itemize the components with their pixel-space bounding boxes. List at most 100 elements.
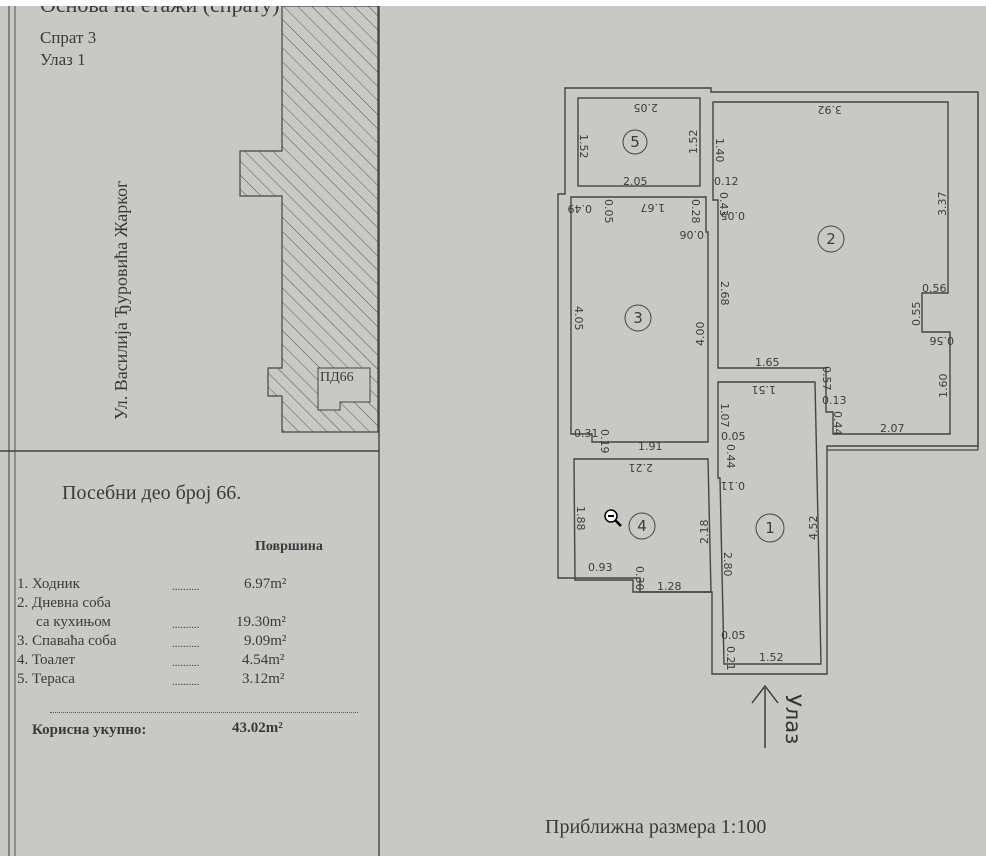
room-area-table: 1. Ходник.......... 6.97m² 2. Дневна соба… [17,574,286,688]
area-header: Површина [255,539,323,554]
dimension-label: 0.44 [724,444,737,469]
dimension-label: 0.05 [721,209,746,222]
dimension-label: 0.44 [831,411,844,436]
dimension-label: 1.91 [638,440,663,453]
dimension-label: 0.31 [574,427,599,440]
room-number-text: 2 [826,230,836,248]
dimension-label: 0.06 [680,228,705,241]
dimension-label: 2.05 [623,175,648,188]
dimension-label: 0.19 [598,429,611,454]
dimension-label: 1.07 [718,403,731,428]
dimension-label: 1.65 [755,356,780,369]
building-unit-label: ПД66 [320,370,354,385]
entrance-number-label: Улаз 1 [40,50,86,69]
room-number-3: 3 [624,304,652,332]
table-row: 4. Тоалет.......... 4.54m² [17,650,286,669]
dimension-label: 0.55 [910,302,923,327]
street-label: Ул. Василија Ђуровића Жарког [111,180,131,420]
dimension-label: 2.68 [718,281,731,306]
dimension-label: 0.11 [721,479,746,492]
dimension-label: 0.21 [724,646,737,671]
dimension-label: 0.30 [633,566,646,591]
table-row: са кухињом.......... 19.30m² [17,612,286,631]
room-number-text: 5 [630,133,640,151]
total-label: Корисна укупно: [32,722,147,738]
entrance-arrow-icon [751,684,779,748]
table-row: 2. Дневна соба [17,593,286,612]
dimension-label: 2.18 [698,520,711,545]
dimension-label: 0.12 [714,175,739,188]
room-area: 3.12m² [242,671,285,687]
dimension-label: 1.40 [713,138,726,163]
building-hatch [239,6,379,433]
dimension-label: 2.07 [880,422,905,435]
room-number-5: 5 [622,129,648,155]
floor-label: Спрат 3 [40,28,97,47]
table-row: 1. Ходник.......... 6.97m² [17,574,286,593]
dimension-label: 1.88 [574,506,587,531]
dimension-label: 4.00 [694,322,707,347]
room-name-continued: са кухињом [36,614,111,630]
dimension-label: 1.52 [687,130,700,155]
dimension-label: 3.92 [818,103,843,116]
leader-dots: .......... [172,676,200,688]
dimension-label: 0.05 [721,629,746,642]
total-separator [50,712,358,713]
dimension-label: 0.28 [689,199,702,224]
room-name: 2. Дневна соба [17,595,111,611]
dimension-label: 0.43 [717,192,730,217]
total-value: 43.02m² [232,720,283,736]
room-number-4: 4 [628,512,656,540]
dimension-label: 0.56 [930,334,955,347]
leader-dots: .......... [172,638,200,650]
room-name: 5. Тераса [17,671,75,687]
dimension-label: 0.49 [568,202,593,215]
dimension-label: 2.05 [634,101,659,114]
table-row: 3. Спаваћа соба..........9.09m² [17,631,286,650]
room-1-hallway [717,381,822,665]
room-3-bedroom [570,196,709,443]
dimension-label: 0.57 [820,366,833,391]
floor-plan-document: 5 2 3 4 1 2.05 1.52 1.52 2.05 3.92 1.40 … [0,6,986,856]
dimension-label: 0.56 [922,282,947,295]
dimension-label: 4.52 [807,516,820,541]
dimension-label: 2.80 [721,552,734,577]
room-number-text: 4 [637,517,647,535]
leader-dots: .......... [172,619,200,631]
room-area: 19.30m² [236,614,286,630]
dimension-label: 1.60 [937,374,950,399]
dimension-label: 1.52 [577,134,590,159]
entrance-label: Улаз [781,694,805,744]
unit-title: Посебни део број 66. [62,482,242,504]
room-number-text: 3 [633,309,643,327]
dimension-label: 0.05 [602,199,615,224]
leader-dots: .......... [172,657,200,669]
room-number-text: 1 [765,519,775,537]
room-4-toilet [573,458,712,593]
dimension-label: 0.93 [588,561,613,574]
dimension-label: 3.37 [936,192,949,217]
room-number-2: 2 [817,225,845,253]
dimension-label: 1.67 [641,201,666,214]
leader-dots: .......... [172,581,200,593]
room-area: 4.54m² [242,652,285,668]
floor-plan-drawing: 5 2 3 4 1 2.05 1.52 1.52 2.05 3.92 1.40 … [0,6,979,856]
room-name: 1. Ходник [17,576,80,592]
table-row: 5. Тераса.......... 3.12m² [17,669,286,688]
room-area: 6.97m² [244,576,287,592]
room-2-living [712,101,951,435]
header-title-fragment: Основа на етажи (спрату) [40,6,279,18]
dimension-label: 2.21 [629,461,654,474]
outer-wall [557,87,979,675]
dimension-label: 0.05 [721,430,746,443]
room-5-terrace [577,97,701,187]
unit-marker-box [317,367,371,411]
zoom-out-icon [604,509,622,527]
dimension-label: 4.05 [572,306,585,331]
dimension-label: 0.13 [822,394,847,407]
room-name: 4. Тоалет [17,652,76,668]
dimension-labels: 2.05 1.52 1.52 2.05 3.92 1.40 0.12 0.43 … [568,101,955,671]
dimension-label: 1.28 [657,580,682,593]
room-name: 3. Спаваћа соба [17,633,117,649]
dimension-label: 1.51 [752,383,777,396]
